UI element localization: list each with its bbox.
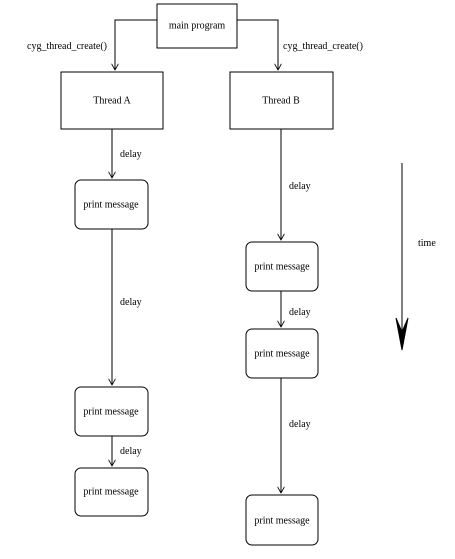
thread-a-label: Thread A xyxy=(93,95,131,106)
thread-a-print-label-1: print message xyxy=(83,199,139,210)
main-program-box xyxy=(156,3,238,49)
thread-b-print-box-1 xyxy=(245,241,319,292)
thread-a-print-label-3: print message xyxy=(83,486,139,497)
thread-b-box xyxy=(229,71,334,130)
thread-b-delay-label-2: delay xyxy=(289,307,311,318)
thread-a-print-box-3 xyxy=(74,467,149,517)
create-connector-right xyxy=(237,19,278,70)
thread-b-print-label-1: print message xyxy=(254,261,310,272)
thread-b-delay-label-1: delay xyxy=(289,181,311,192)
thread-a-box xyxy=(60,71,164,130)
create-call-right-label: cyg_thread_create() xyxy=(283,41,363,52)
thread-a-print-label-2: print message xyxy=(83,406,139,417)
create-call-left-label: cyg_thread_create() xyxy=(27,41,107,52)
create-connector-left xyxy=(115,19,157,70)
main-program-label: main program xyxy=(169,20,226,31)
thread-a-delay-label-1: delay xyxy=(120,149,142,160)
thread-b-label: Thread B xyxy=(262,95,300,106)
thread-b-print-label-2: print message xyxy=(254,348,310,359)
time-axis-arrowhead-icon xyxy=(395,317,409,351)
thread-b-delay-label-3: delay xyxy=(289,419,311,430)
thread-a-delay-label-2: delay xyxy=(120,297,142,308)
thread-b-print-label-3: print message xyxy=(254,515,310,526)
thread-b-print-box-3 xyxy=(245,494,319,546)
time-label: time xyxy=(418,238,436,249)
thread-a-delay-label-3: delay xyxy=(120,446,142,457)
thread-b-print-box-2 xyxy=(245,328,319,379)
